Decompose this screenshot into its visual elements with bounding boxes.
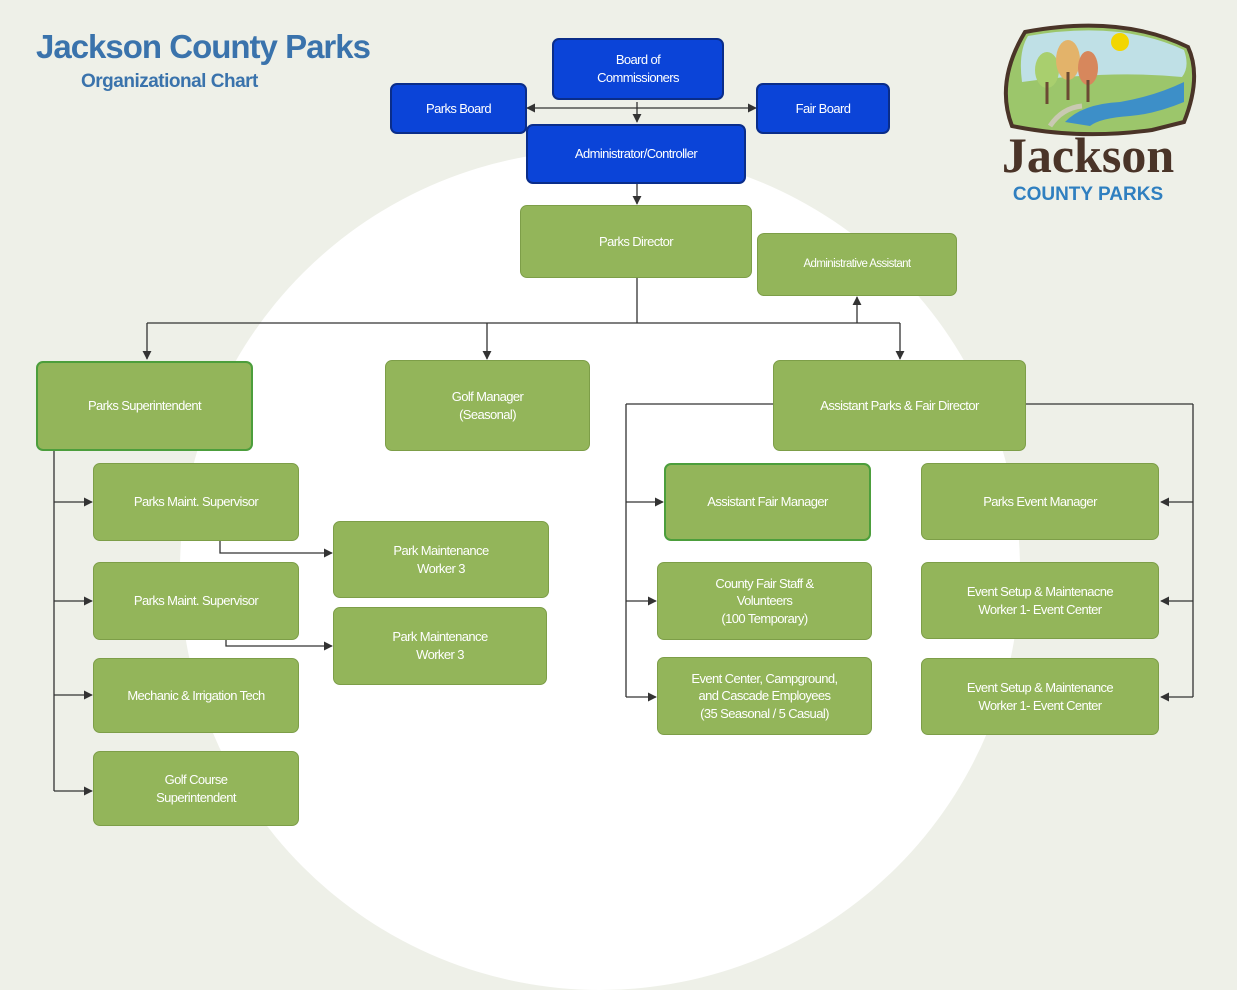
board-of-commissioners-box: Board of Commissioners — [552, 38, 724, 100]
event-setup-worker-box: Event Setup & Maintenance Worker 1- Even… — [921, 658, 1159, 735]
logo-subtext: COUNTY PARKS — [1013, 184, 1163, 205]
administrator-controller-box: Administrator/Controller — [526, 124, 746, 184]
golf-course-superintendent-box: Golf Course Superintendent — [93, 751, 299, 826]
jackson-county-parks-logo: Jackson COUNTY PARKS — [970, 22, 1205, 222]
event-setup-worker-box: Event Setup & Maintenacne Worker 1- Even… — [921, 562, 1159, 639]
parks-director-box: Parks Director — [520, 205, 752, 278]
assistant-fair-manager-box: Assistant Fair Manager — [664, 463, 871, 541]
golf-manager-box: Golf Manager (Seasonal) — [385, 360, 590, 451]
county-fair-staff-box: County Fair Staff & Volunteers (100 Temp… — [657, 562, 872, 640]
park-maintenance-worker-box: Park Maintenance Worker 3 — [333, 607, 547, 685]
line-supervisor1-to-worker — [219, 541, 333, 558]
parks-maint-supervisor-box: Parks Maint. Supervisor — [93, 562, 299, 640]
parks-event-manager-box: Parks Event Manager — [921, 463, 1159, 540]
parks-superintendent-box: Parks Superintendent — [36, 361, 253, 451]
fair-board-box: Fair Board — [756, 83, 890, 134]
page-title: Jackson County Parks — [36, 28, 371, 65]
parks-maint-supervisor-box: Parks Maint. Supervisor — [93, 463, 299, 541]
event-center-employees-box: Event Center, Campground, and Cascade Em… — [657, 657, 872, 735]
assistant-director-box: Assistant Parks & Fair Director — [773, 360, 1026, 451]
line-supervisor2-to-worker — [225, 638, 333, 651]
connector-lines — [53, 102, 1194, 796]
parks-board-box: Parks Board — [390, 83, 527, 134]
page-subtitle: Organizational Chart — [81, 71, 258, 92]
mechanic-irrigation-tech-box: Mechanic & Irrigation Tech — [93, 658, 299, 733]
administrative-assistant-box: Administrative Assistant — [757, 233, 957, 296]
park-maintenance-worker-box: Park Maintenance Worker 3 — [333, 521, 549, 598]
logo-wordmark: Jackson — [1002, 127, 1174, 183]
